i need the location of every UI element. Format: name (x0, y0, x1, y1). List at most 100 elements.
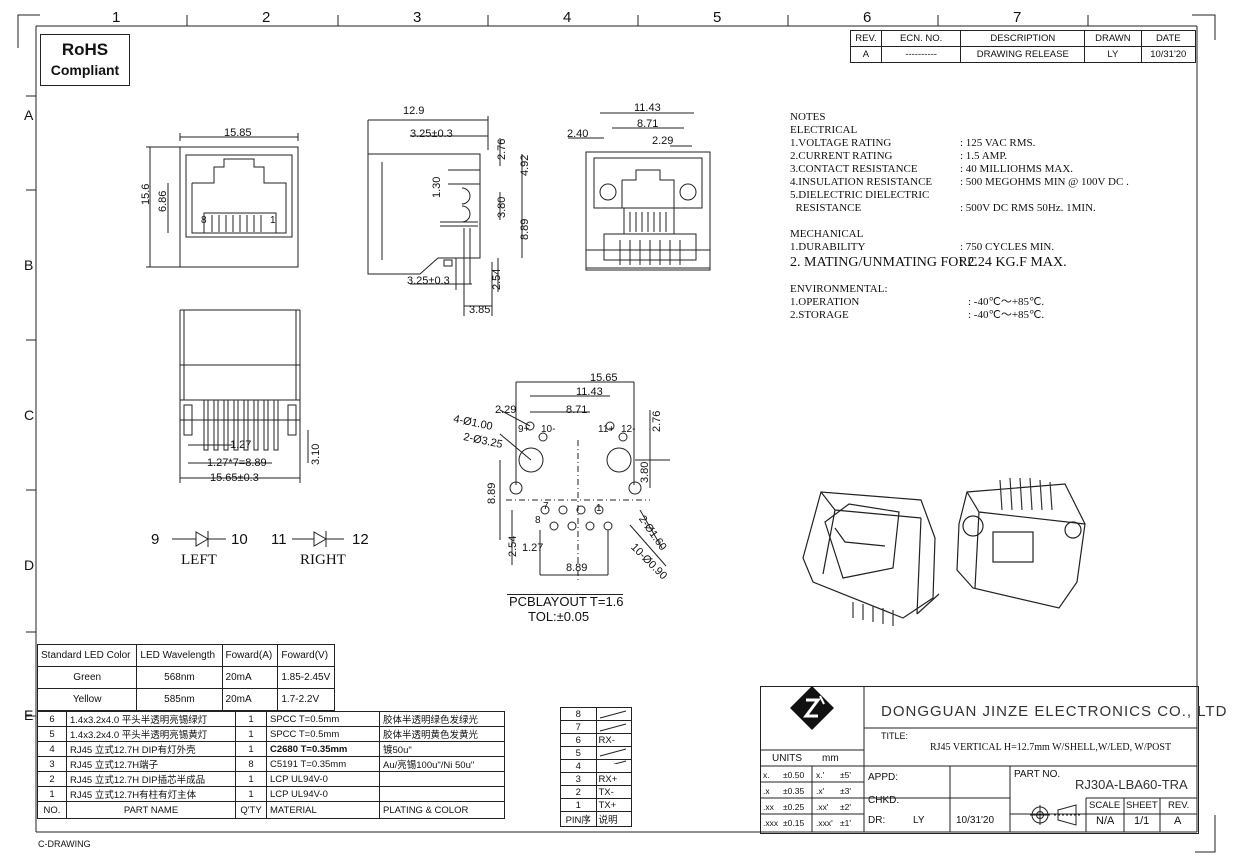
mechanical-value-2: : 2.24 KG.F MAX. (960, 255, 1067, 270)
dim-side-130: 1.30 (431, 176, 443, 198)
tol-1-key: x. (763, 770, 770, 780)
dim-pcb-127: 1.27 (522, 542, 544, 554)
zone-row-d: D (24, 557, 35, 573)
bom-no: 3 (37, 756, 67, 772)
dim-side-width: 12.9 (403, 105, 425, 117)
tol-3-akey: .xx' (816, 802, 829, 812)
pin-number: 7 (560, 720, 597, 734)
led-yellow-color: Yellow (36, 688, 138, 711)
zone-col-6: 6 (863, 9, 872, 26)
zone-row-c: C (24, 407, 35, 423)
rev-value-block: A (1174, 815, 1182, 827)
dim-pcb-871: 8.71 (566, 404, 588, 416)
front-view (146, 133, 299, 268)
pin-row: 8 (560, 707, 632, 721)
bom-material: C2680 T=0.35mm (266, 741, 380, 757)
environmental-value-2: : -40℃～+85℃. (968, 309, 1045, 321)
drawing-footer: C-DRAWING (38, 839, 91, 849)
notes-heading: NOTES (790, 111, 826, 123)
led-spec-table: Standard LED Color LED Wavelength Foward… (36, 644, 335, 711)
dim-pcb-889b: 8.89 (566, 562, 588, 574)
bom-part-name: 1.4x3.2x4.0 平头半透明亮锡绿灯 (66, 711, 236, 727)
tol-2-key: .x (763, 786, 770, 796)
dim-side-385: 3.85 (469, 304, 491, 316)
scale-label: SCALE (1089, 800, 1121, 811)
bom-plating: 胶体半透明黄色发黄光 (379, 726, 505, 742)
zone-col-3: 3 (413, 9, 422, 26)
bom-header-no: NO. (37, 801, 67, 819)
units-value: mm (822, 753, 839, 764)
dr-date: 10/31'20 (956, 815, 995, 826)
led-right-label: RIGHT (300, 552, 346, 568)
pin-header-number: PIN序 (560, 811, 597, 827)
bom-row: 4 RJ45 立式12.7H DIP有灯外壳 1 C2680 T=0.35mm … (37, 741, 505, 757)
pin-number: 6 (560, 733, 597, 747)
bom-plating (379, 786, 505, 802)
zone-col-4: 4 (563, 9, 572, 26)
tol-3-val: ±0.25 (783, 802, 805, 812)
part-no: RJ30A-LBA60-TRA (1075, 777, 1188, 792)
bom-qty: 1 (235, 771, 267, 787)
environmental-label-2: 2.STORAGE (790, 309, 849, 321)
zone-col-1: 1 (112, 9, 121, 26)
dim-pcb-254: 2.54 (507, 535, 519, 557)
pin-number: 2 (560, 785, 597, 799)
led-header-current: Foward(A) (221, 644, 279, 667)
pin-row: 7 (560, 720, 632, 734)
pin-header-desc: 说明 (595, 811, 632, 827)
bom-plating (379, 771, 505, 787)
electrical-label-3: 3.CONTACT RESISTANCE (790, 163, 918, 175)
pin-desc: TX- (595, 785, 632, 799)
bom-plating: Au/亮锡100u"/Ni 50u" (379, 756, 505, 772)
bom-header-plating: PLATING & COLOR (379, 801, 505, 819)
tol-4-akey: .xxx' (816, 818, 833, 828)
dim-pcb-889: 8.89 (486, 482, 498, 504)
bom-qty: 1 (235, 726, 267, 742)
dim-bottom-pitch: 1.27*7=8.89 (207, 457, 267, 469)
dim-side-276: 2.76 (496, 138, 508, 160)
dim-side-top: 3.25±0.3 (410, 128, 453, 140)
zone-row-e: E (24, 707, 34, 723)
drawing-title: RJ45 VERTICAL H=12.7mm W/SHELL,W/LED, W/… (930, 742, 1172, 753)
led-yellow-wavelength: 585nm (136, 688, 223, 711)
drawn-header: DRAWN (1084, 30, 1142, 47)
zone-col-5: 5 (713, 9, 722, 26)
pin-number: 3 (560, 772, 597, 786)
electrical-value-6: : 500V DC RMS 50Hz. 1MIN. (960, 202, 1096, 214)
dim-pcb-380: 3.80 (639, 461, 651, 483)
front-pin-left: 8 (201, 215, 207, 226)
zone-row-a: A (24, 107, 34, 123)
dim-back-871: 8.71 (637, 118, 659, 130)
bom-qty: 1 (235, 741, 267, 757)
pcb-tolerance: TOL:±0.05 (528, 609, 590, 624)
notes-mechanical-heading: MECHANICAL (790, 228, 864, 240)
led-left-label: LEFT (181, 552, 217, 568)
electrical-value-4: : 500 MEGOHMS MIN @ 100V DC . (960, 176, 1129, 188)
pin-desc: RX+ (595, 772, 632, 786)
led-green-wavelength: 568nm (136, 666, 223, 689)
dim-pcb-229: 2.29 (495, 404, 517, 416)
pin-number: 5 (560, 746, 597, 760)
tol-3-key: .xx (763, 802, 774, 812)
dim-front-inner: 6.86 (157, 190, 169, 212)
chkd-label: CHKD: (868, 795, 900, 806)
sheet-value: 1/1 (1134, 815, 1150, 827)
dim-bottom-310: 3.10 (310, 443, 322, 465)
bom-qty: 8 (235, 756, 267, 772)
tol-1-aval: ±5' (840, 770, 852, 780)
dim-side-bottom: 3.25±0.3 (407, 275, 450, 287)
led-header-voltage: Foward(V) (277, 644, 335, 667)
dim-side-254: 2.54 (491, 268, 503, 290)
pcb-pin-9: 9+ (518, 424, 530, 435)
pin-number: 4 (560, 759, 597, 773)
company-name: DONGGUAN JINZE ELECTRONICS CO., LTD (881, 703, 1228, 720)
zone-col-2: 2 (262, 9, 271, 26)
dim-front-height: 15.6 (140, 183, 152, 205)
bom-qty: 1 (235, 786, 267, 802)
led-yellow-current: 20mA (221, 688, 279, 711)
led-left-pin-b: 10 (231, 531, 248, 548)
